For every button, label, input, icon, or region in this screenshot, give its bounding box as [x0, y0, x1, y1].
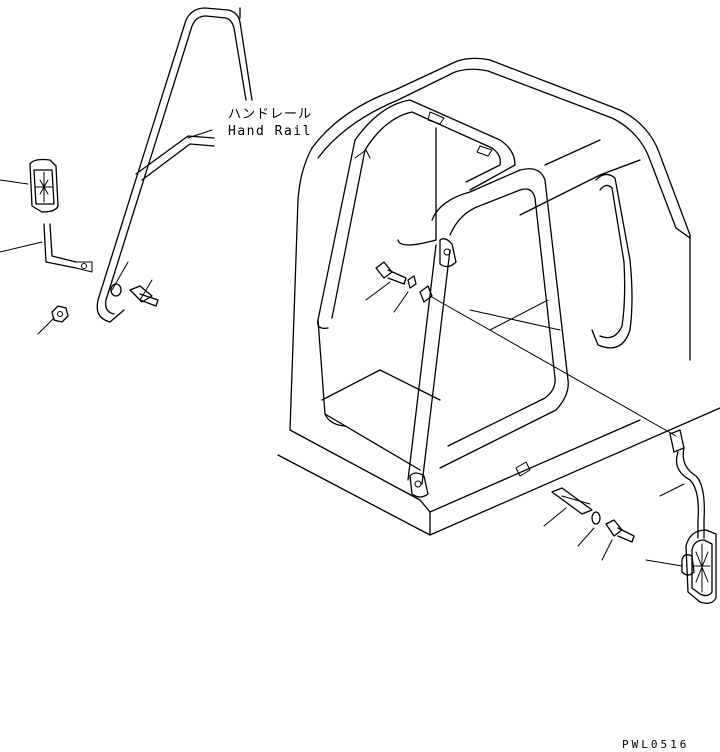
right-mirror-assembly	[429, 295, 717, 604]
hand-rail-label-jp: ハンドレール	[228, 107, 313, 122]
center-fasteners	[375, 261, 433, 303]
leader-lines	[0, 129, 685, 567]
hand-rail-label-en: Hand Rail	[228, 124, 312, 139]
cab-body	[277, 57, 720, 536]
drawing-code: PWL0516	[622, 738, 690, 751]
left-mirror-assembly	[29, 158, 159, 323]
hand-rail	[96, 7, 253, 323]
